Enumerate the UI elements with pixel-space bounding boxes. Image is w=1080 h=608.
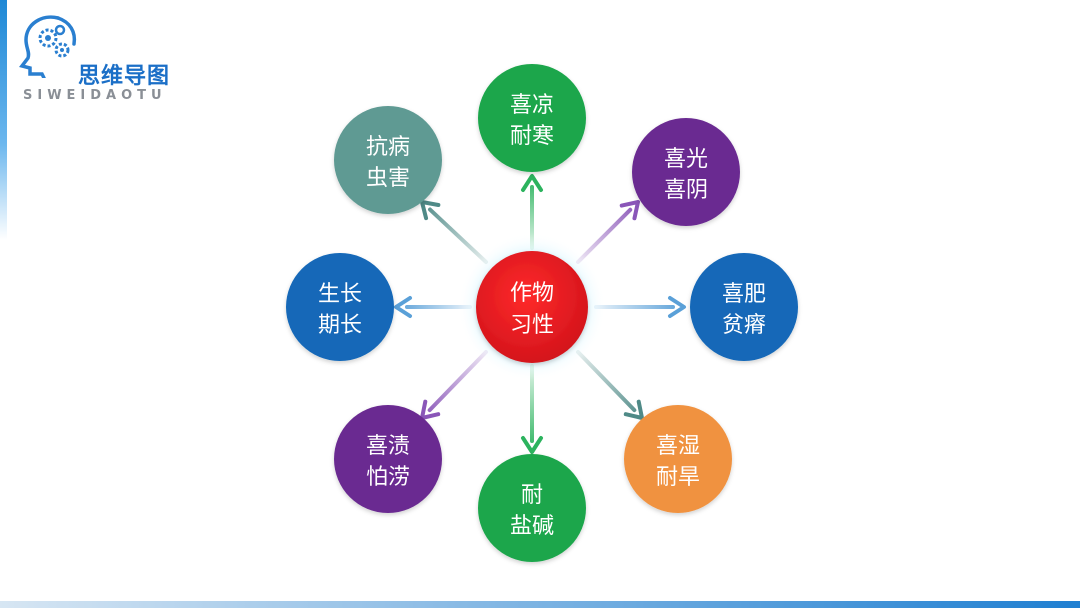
node-label-line1: 耐 xyxy=(521,483,543,508)
node-label-line1: 生长 xyxy=(318,282,362,307)
node-label-line2: 喜阴 xyxy=(664,178,708,203)
node-label-line1: 抗病 xyxy=(366,135,410,160)
node-label-line2: 耐旱 xyxy=(656,465,700,490)
node-salt-alkali: 耐盐碱 xyxy=(478,454,586,562)
arrow-waterlogging xyxy=(420,350,488,420)
node-label-line1: 喜渍 xyxy=(366,434,410,459)
arrow-pest-resistant xyxy=(420,200,488,264)
center-label-line1: 作物 xyxy=(510,281,554,306)
node-label-line1: 喜肥 xyxy=(722,282,766,307)
center-node: 作物 习性 xyxy=(476,251,588,363)
arrow-moisture-drought xyxy=(576,350,644,420)
node-label-line1: 喜光 xyxy=(664,147,708,172)
head-gears-icon xyxy=(19,15,77,78)
node-label-line2: 怕涝 xyxy=(366,465,410,490)
node-label-line2: 虫害 xyxy=(366,166,410,191)
logo: 思维导图 SIWEIDAOTU xyxy=(18,12,218,112)
node-label-line2: 耐寒 xyxy=(510,124,554,149)
left-accent-bar xyxy=(0,0,7,240)
logo-title: 思维导图 xyxy=(78,64,171,89)
arrow-fertile-barren xyxy=(594,296,686,318)
node-label-line2: 盐碱 xyxy=(510,514,554,539)
logo-subtitle: SIWEIDAOTU xyxy=(23,88,167,103)
node-label-line2: 期长 xyxy=(318,313,362,338)
node-label-line1: 喜湿 xyxy=(656,434,700,459)
bottom-accent-bar xyxy=(0,601,1080,608)
center-label-line2: 习性 xyxy=(510,313,554,338)
node-label-line2: 贫瘠 xyxy=(722,313,766,338)
node-label-line1: 喜凉 xyxy=(510,93,554,118)
arrow-light-shade xyxy=(576,200,640,264)
